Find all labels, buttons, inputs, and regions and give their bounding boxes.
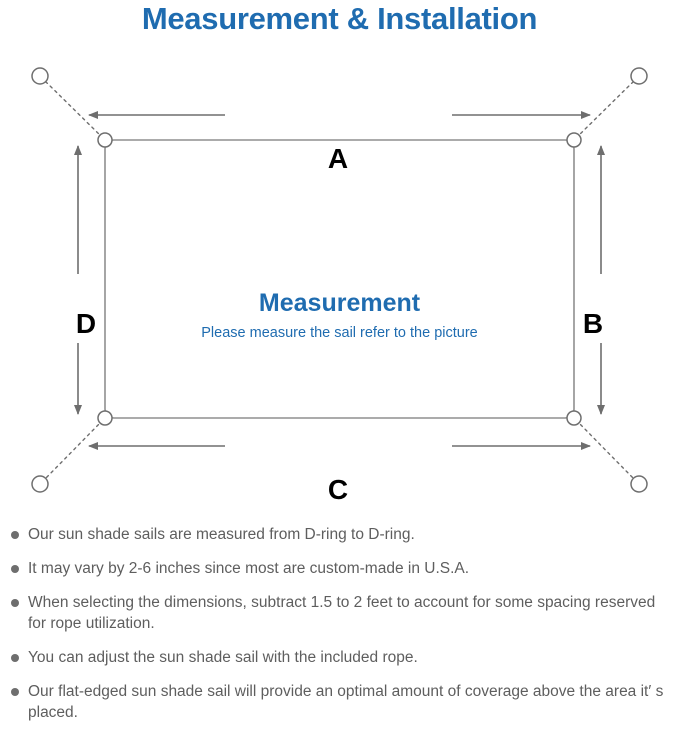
- rope-bottom-right: [575, 419, 636, 481]
- rope-top-left: [43, 79, 104, 139]
- d-ring-top-left: [97, 132, 113, 148]
- list-item: Our flat-edged sun shade sail will provi…: [0, 681, 679, 723]
- note-text: When selecting the dimensions, subtract …: [28, 594, 656, 632]
- notes-list: Our sun shade sails are measured from D-…: [0, 524, 679, 736]
- note-text: It may vary by 2-6 inches since most are…: [28, 560, 470, 577]
- bullet-icon: [11, 688, 19, 696]
- page-title: Measurement & Installation: [141, 1, 538, 36]
- bullet-icon: [11, 565, 19, 573]
- list-item: When selecting the dimensions, subtract …: [0, 592, 679, 634]
- d-rings: [97, 132, 582, 426]
- bullet-icon: [11, 599, 19, 607]
- list-item: You can adjust the sun shade sail with t…: [0, 647, 679, 668]
- sail-body: [104, 139, 575, 419]
- anchor-point-bottom-left: [31, 475, 49, 493]
- rope-bottom-left: [43, 419, 104, 481]
- rope-lines: [43, 79, 636, 481]
- note-text: You can adjust the sun shade sail with t…: [28, 649, 418, 666]
- d-ring-top-right: [566, 132, 582, 148]
- d-ring-bottom-left: [97, 410, 113, 426]
- rope-top-right: [575, 79, 636, 139]
- bullet-icon: [11, 654, 19, 662]
- anchor-points: [31, 67, 648, 493]
- bullet-icon: [11, 531, 19, 539]
- list-item: Our sun shade sails are measured from D-…: [0, 524, 679, 545]
- note-text: Our flat-edged sun shade sail will provi…: [28, 683, 664, 721]
- anchor-point-bottom-right: [630, 475, 648, 493]
- d-ring-bottom-right: [566, 410, 582, 426]
- note-text: Our sun shade sails are measured from D-…: [28, 526, 415, 543]
- anchor-point-top-left: [31, 67, 49, 85]
- list-item: It may vary by 2-6 inches since most are…: [0, 558, 679, 579]
- anchor-point-top-right: [630, 67, 648, 85]
- sail-measurement-diagram: Measurement Please measure the sail refe…: [0, 46, 679, 516]
